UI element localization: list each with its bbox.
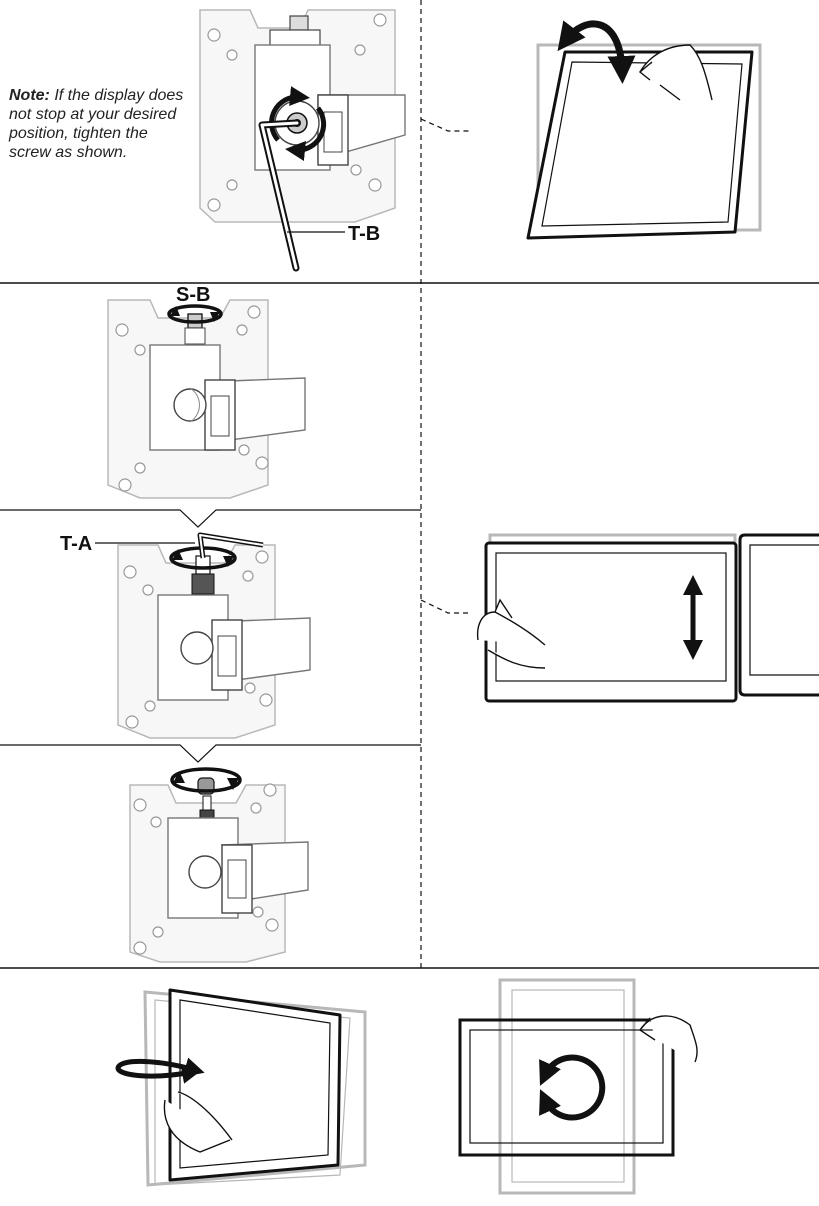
monitor-tilt-diagram [526,20,762,240]
note-prefix: Note: [9,87,50,104]
tightening-note: Note: If the display does not stop at yo… [9,86,189,162]
monitor-swivel-diagram [115,988,367,1187]
mount-diagram-screw-b [107,299,306,499]
monitor-rotate-diagram [458,978,698,1195]
mount-diagram-nut [129,767,309,963]
label-t-a: T-A [60,533,92,555]
panel-dividers [0,0,819,969]
label-s-b: S-B [176,284,210,306]
note-text: If the display does not stop at your des… [9,87,184,161]
label-t-b: T-B [348,223,380,245]
mount-diagram-tension-b [199,9,406,272]
mount-diagram-tension-a [95,532,311,739]
monitor-height-adjust-diagram [476,533,819,703]
